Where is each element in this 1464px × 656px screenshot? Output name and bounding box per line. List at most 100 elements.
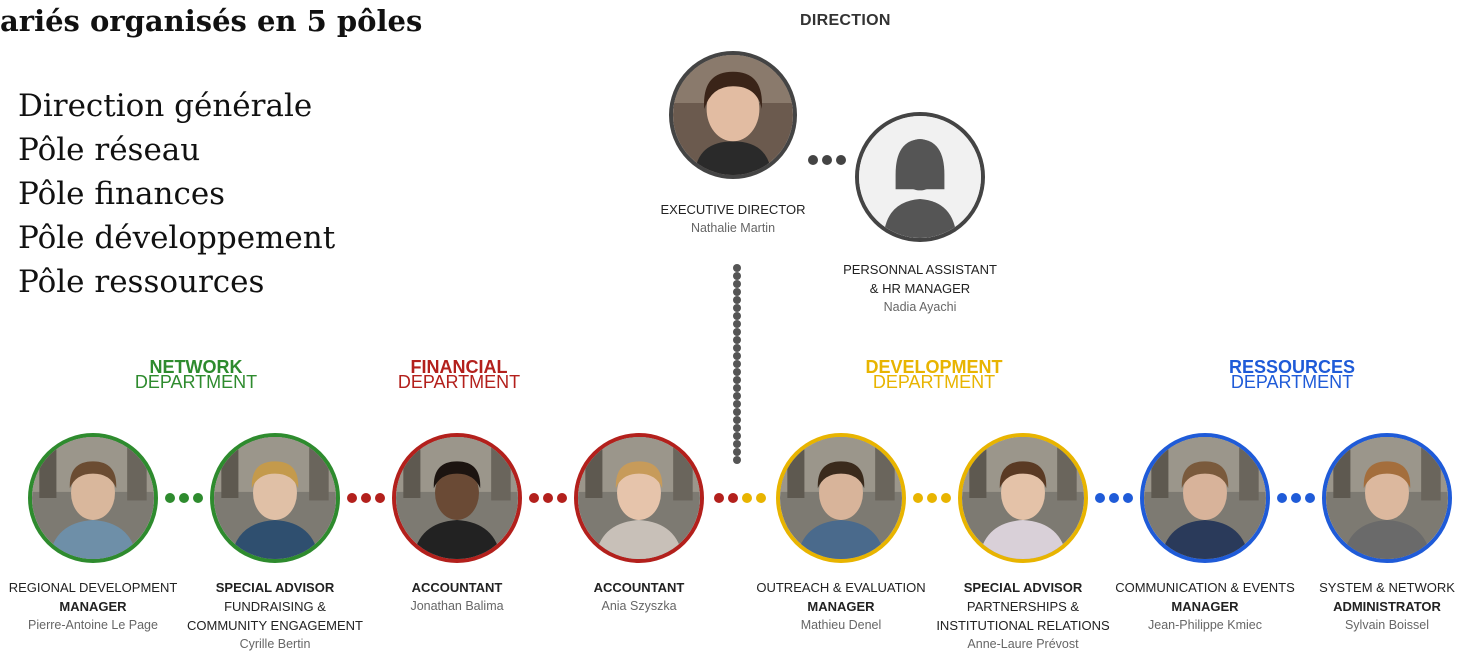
connector-dot <box>941 493 951 503</box>
connector-dot <box>733 408 741 416</box>
role-text: COMMUNITY ENGAGEMENT <box>187 618 363 633</box>
connector-dot <box>1095 493 1105 503</box>
dept-heading-development: DEVELOPMENT DEPARTMENT <box>834 358 1034 392</box>
connector-dot <box>361 493 371 503</box>
role-text: COMMUNICATION & EVENTS <box>1115 580 1295 595</box>
role-text: INSTITUTIONAL RELATIONS <box>936 618 1110 633</box>
pole-item: Direction générale <box>18 88 313 124</box>
connector-dot <box>733 456 741 464</box>
connector-dot <box>822 155 832 165</box>
connector-dot <box>808 155 818 165</box>
connector-dot <box>1123 493 1133 503</box>
connector-dot <box>733 424 741 432</box>
connector-dot <box>733 328 741 336</box>
staff-avatar <box>776 433 906 563</box>
staff-avatar <box>958 433 1088 563</box>
connector-dot <box>733 296 741 304</box>
connector-dot <box>733 416 741 424</box>
role-text: SPECIAL ADVISOR <box>215 580 335 595</box>
staff-label: SPECIAL ADVISOR FUNDRAISING & COMMUNITY EN… <box>160 578 390 654</box>
connector-dot <box>733 448 741 456</box>
connector-dot <box>733 336 741 344</box>
role-text: ACCOUNTANT <box>593 580 685 595</box>
connector-dot <box>193 493 203 503</box>
dept-line1: RESSOURCES <box>1228 357 1356 377</box>
dept-line2: DEPARTMENT <box>134 372 258 392</box>
connector-dot <box>165 493 175 503</box>
page-heading: ariés organisés en 5 pôles <box>0 4 423 38</box>
portrait-photo-icon <box>780 437 902 559</box>
role-text: SYSTEM & NETWORK <box>1319 580 1455 595</box>
connector-dot <box>733 320 741 328</box>
role-text: ACCOUNTANT <box>411 580 503 595</box>
connector-dot <box>733 432 741 440</box>
connector-dot <box>733 392 741 400</box>
connector-dot <box>742 493 752 503</box>
role-text: ADMINISTRATOR <box>1333 599 1441 614</box>
connector-dot <box>728 493 738 503</box>
staff-label: ACCOUNTANT Jonathan Balima <box>342 578 572 616</box>
person-name: Nathalie Martin <box>690 221 776 235</box>
person-name: Nadia Ayachi <box>883 300 957 314</box>
portrait-photo-icon <box>673 55 793 175</box>
dept-line2: DEPARTMENT <box>1230 372 1354 392</box>
role-text: FUNDRAISING & <box>224 599 326 614</box>
portrait-photo-icon <box>396 437 518 559</box>
dept-heading-network: NETWORK DEPARTMENT <box>96 358 296 392</box>
person-name: Mathieu Denel <box>800 618 882 632</box>
connector-dot <box>733 280 741 288</box>
person-name: Jonathan Balima <box>410 599 504 613</box>
pole-item: Pôle développement <box>18 220 336 256</box>
connector-dot <box>529 493 539 503</box>
portrait-photo-icon <box>32 437 154 559</box>
connector-dot <box>733 400 741 408</box>
portrait-photo-icon <box>962 437 1084 559</box>
connector-dot <box>543 493 553 503</box>
portrait-photo-icon <box>578 437 700 559</box>
connector-dot <box>733 312 741 320</box>
person-name: Jean-Philippe Kmiec <box>1148 618 1262 632</box>
connector-dot <box>1291 493 1301 503</box>
staff-label: REGIONAL DEVELOPMENT MANAGER Pierre-Antoin… <box>0 578 208 635</box>
connector-dot <box>1109 493 1119 503</box>
person-name: Pierre-Antoine Le Page <box>28 618 158 632</box>
direction-title: DIRECTION <box>800 12 891 29</box>
connector-dot <box>733 264 741 272</box>
role-text: EXECUTIVE DIRECTOR <box>660 202 806 217</box>
connector-dot <box>756 493 766 503</box>
role-text: MANAGER <box>59 599 127 614</box>
connector-dot <box>927 493 937 503</box>
connector-dot <box>1277 493 1287 503</box>
person-name: Ania Szyszka <box>601 599 677 613</box>
person-silhouette-icon <box>859 116 981 238</box>
connector-dot <box>733 376 741 384</box>
role-text: REGIONAL DEVELOPMENT <box>8 580 178 595</box>
dept-line2: DEPARTMENT <box>397 372 521 392</box>
staff-label: ACCOUNTANT Ania Szyszka <box>524 578 754 616</box>
connector-dot <box>375 493 385 503</box>
portrait-photo-icon <box>1144 437 1266 559</box>
connector-dot <box>733 272 741 280</box>
connector-dot <box>714 493 724 503</box>
connector-dot <box>836 155 846 165</box>
connector-dot <box>179 493 189 503</box>
role-text: PARTNERSHIPS & <box>966 599 1080 614</box>
connector-dot <box>733 288 741 296</box>
dept-line1: FINANCIAL <box>410 357 508 377</box>
connector-dot <box>733 440 741 448</box>
connector-dot <box>733 368 741 376</box>
role-text: OUTREACH & EVALUATION <box>756 580 926 595</box>
connector-dot <box>1305 493 1315 503</box>
staff-avatar <box>392 433 522 563</box>
connector-dot <box>733 304 741 312</box>
dept-line2: DEPARTMENT <box>872 372 996 392</box>
role-text: MANAGER <box>807 599 875 614</box>
pole-item: Pôle réseau <box>18 132 201 168</box>
role-text: & HR MANAGER <box>869 281 971 296</box>
portrait-photo-icon <box>214 437 336 559</box>
connector-dot <box>913 493 923 503</box>
executive-director-avatar <box>669 51 797 179</box>
person-name: Anne-Laure Prévost <box>967 637 1079 651</box>
